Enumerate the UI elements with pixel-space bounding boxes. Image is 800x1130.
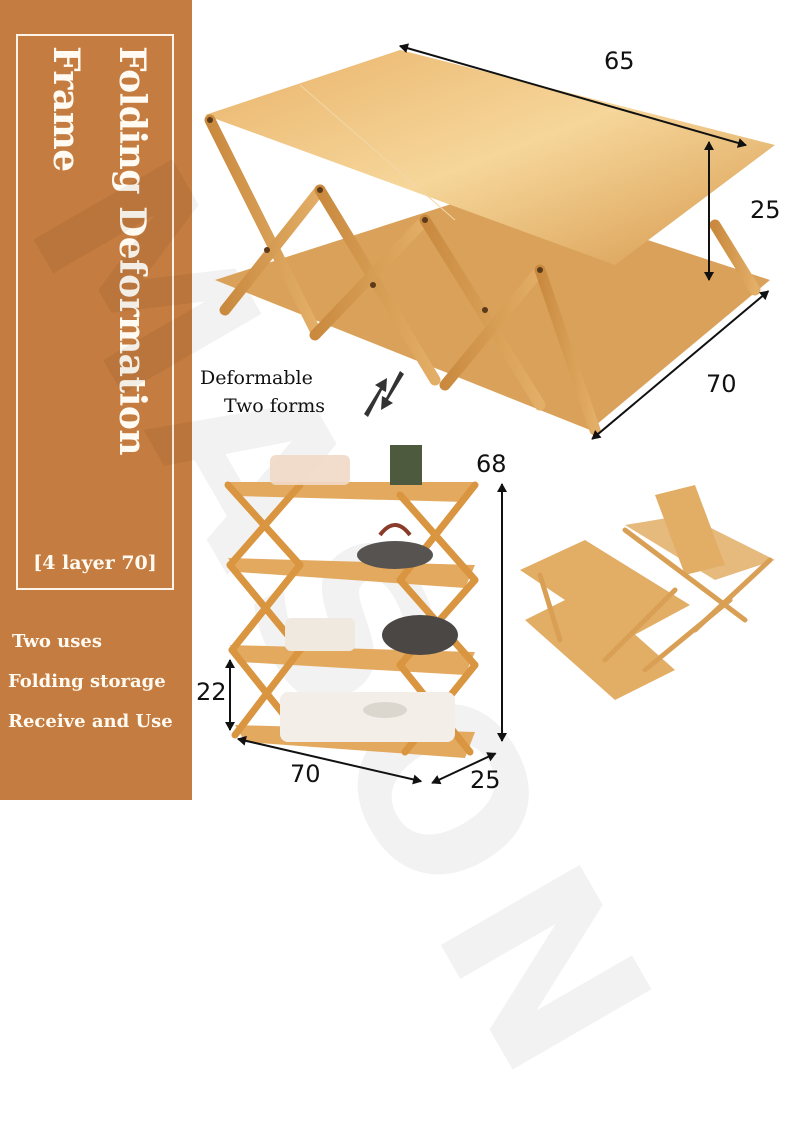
shelf-height-arrow — [498, 483, 506, 742]
shelf-height-label: 68 — [476, 450, 507, 478]
table-form-image — [204, 50, 775, 436]
table-depth-label: 70 — [706, 370, 737, 398]
shelf-form-image — [224, 445, 479, 758]
swap-arrows-icon — [364, 371, 404, 417]
folded-shelf-image — [520, 485, 775, 700]
uses-item: Two uses — [12, 631, 102, 652]
title-line-1: Folding Deformation — [111, 46, 153, 455]
sidebar: Folding Deformation Frame [4 layer 70] T… — [0, 0, 192, 800]
uses-item: Receive and Use — [8, 711, 173, 732]
deform-line-2: Two forms — [224, 395, 326, 417]
uses-list: Two uses Folding storage Receive and Use — [8, 622, 173, 742]
title-line-2: Frame — [45, 46, 87, 172]
table-height-label: 25 — [750, 196, 781, 224]
title-box: Folding Deformation Frame [4 layer 70] — [16, 34, 174, 590]
shelf-width-label: 70 — [290, 760, 321, 788]
layer-tag: [4 layer 70] — [33, 552, 157, 574]
shelf-gap-label: 22 — [196, 678, 227, 706]
uses-item: Folding storage — [8, 671, 166, 692]
deform-caption: Deformable Two forms — [200, 364, 325, 420]
shelf-gap-arrow — [226, 659, 234, 731]
deform-line-1: Deformable — [200, 367, 313, 389]
table-height-arrow — [705, 141, 713, 281]
shelf-depth-label: 25 — [470, 766, 501, 794]
table-width-label: 65 — [604, 47, 635, 75]
vertical-title: Folding Deformation Frame — [18, 46, 168, 516]
